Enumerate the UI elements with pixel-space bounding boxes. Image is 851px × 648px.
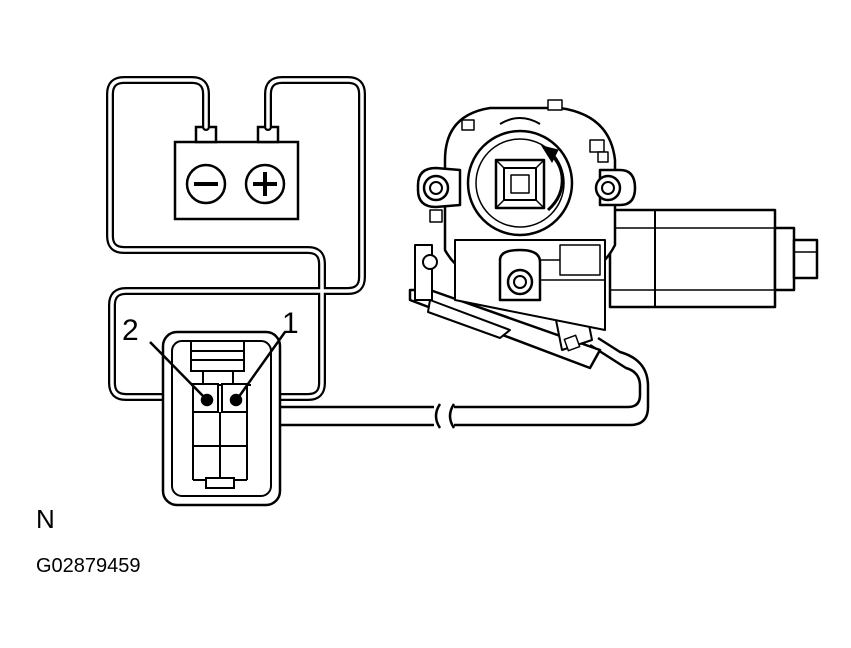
motor-connector: [161, 330, 282, 507]
rotation-arrow-icon: [540, 145, 564, 212]
connector-latch: [190, 340, 245, 372]
figure-code: G02879459: [36, 555, 141, 577]
motor-can: [608, 208, 777, 309]
view-label: N: [36, 504, 55, 534]
pin-2-label: 2: [122, 314, 139, 347]
motor-harness: [280, 336, 650, 429]
window-regulator-motor: [408, 99, 819, 370]
plus-icon: [244, 163, 286, 205]
minus-icon: [185, 163, 227, 205]
pin-1-label: 1: [282, 307, 299, 340]
battery: [173, 125, 300, 221]
pin-callouts: [149, 331, 287, 399]
